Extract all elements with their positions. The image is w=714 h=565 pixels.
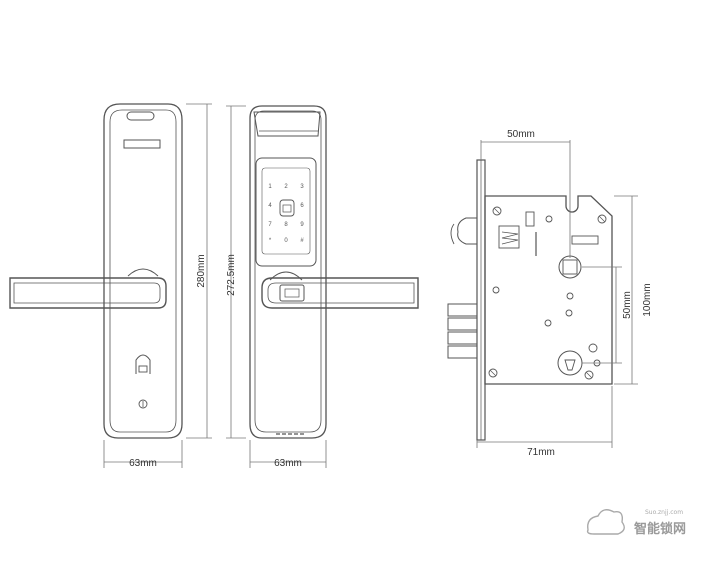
- key-hash: #: [300, 238, 304, 244]
- key-9: 9: [300, 222, 304, 228]
- keypad: 1 2 3 4 6 7 8 9 * 0 #: [268, 184, 304, 244]
- key-8: 8: [284, 222, 288, 228]
- watermark: Suo.znjj.com 智能锁网: [586, 509, 686, 537]
- key-star: *: [269, 238, 272, 244]
- key-0: 0: [284, 238, 288, 244]
- key-3: 3: [300, 184, 304, 190]
- watermark-text: 智能锁网: [634, 521, 686, 537]
- key-4: 4: [268, 203, 272, 209]
- front-height-label: 280mm: [196, 254, 207, 287]
- key-1: 1: [268, 184, 272, 190]
- mortise-bottom-width-label: 71mm: [527, 447, 555, 458]
- mortise-outer-height-label: 100mm: [642, 283, 653, 316]
- back-dimensions: [226, 105, 327, 468]
- cloud-logo-icon: [586, 509, 625, 535]
- front-panel: [9, 103, 183, 439]
- key-2: 2: [284, 184, 288, 190]
- mortise-inner-height-label: 50mm: [622, 291, 633, 319]
- back-height-label: 272.5mm: [226, 254, 237, 296]
- back-panel: [249, 105, 419, 439]
- mortise-dimensions: [476, 140, 638, 448]
- watermark-url: Suo.znjj.com: [645, 509, 683, 516]
- mortise-body: [447, 159, 613, 441]
- front-dimensions: [103, 103, 212, 468]
- key-6: 6: [300, 203, 304, 209]
- key-7: 7: [268, 222, 272, 228]
- front-width-label: 63mm: [129, 458, 157, 469]
- mortise-top-width-label: 50mm: [507, 129, 535, 140]
- back-width-label: 63mm: [274, 458, 302, 469]
